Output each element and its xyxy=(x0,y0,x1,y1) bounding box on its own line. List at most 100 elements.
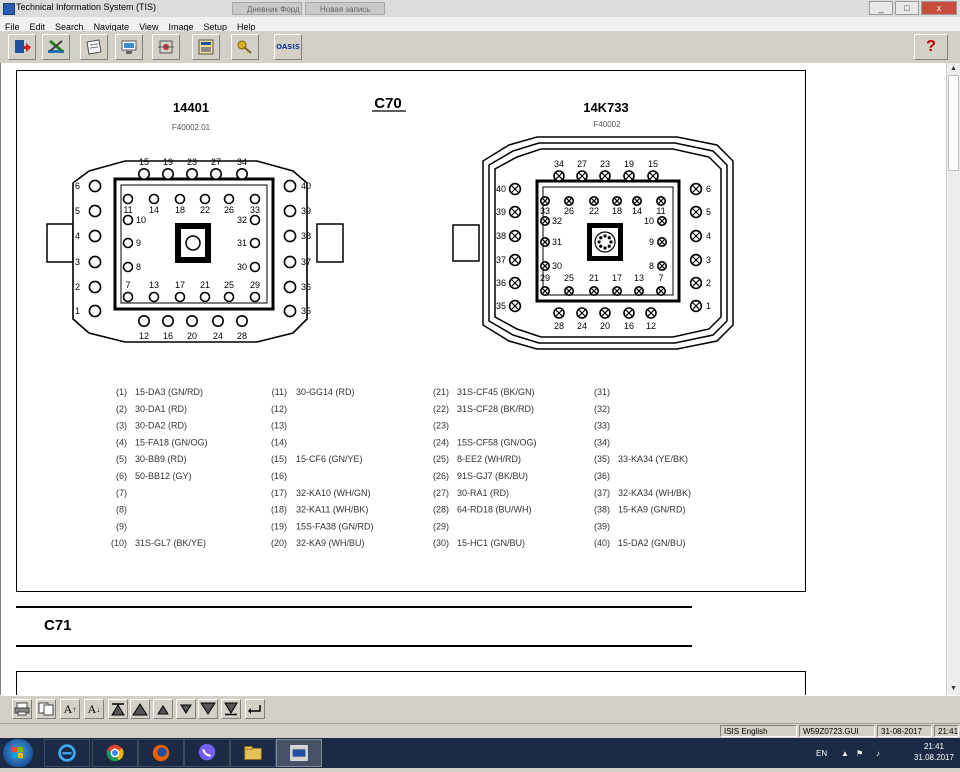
wire-pin-number: (39) xyxy=(594,521,610,531)
status-file: W59Z0723.GUI xyxy=(799,725,875,737)
left-pin-hole xyxy=(236,315,249,328)
help-button[interactable]: ? xyxy=(914,34,948,60)
menu-view[interactable]: View xyxy=(139,22,159,32)
taskbar-explorer[interactable] xyxy=(230,739,276,767)
exit-button[interactable] xyxy=(8,34,36,60)
tray-volume-icon[interactable]: ♪ xyxy=(876,748,880,758)
right-pin xyxy=(599,170,611,182)
right-pin xyxy=(689,229,703,243)
tray-clock[interactable]: 21:41 31.08.2017 xyxy=(914,741,954,763)
oasis-button[interactable]: OASIS xyxy=(274,34,302,60)
page-down-button[interactable] xyxy=(198,699,218,719)
right-center-contact xyxy=(603,234,607,238)
taskbar-ie[interactable] xyxy=(44,739,90,767)
left-inner-pin-hole xyxy=(122,214,134,226)
menu-search[interactable]: Search xyxy=(55,22,84,32)
left-inner-pin-hole xyxy=(223,193,235,205)
right-connector-inner xyxy=(494,148,722,338)
start-button[interactable] xyxy=(3,739,33,767)
scroll-up-button[interactable] xyxy=(153,699,173,719)
close-button[interactable]: x xyxy=(921,1,957,15)
right-pin-label: 32 xyxy=(552,216,562,226)
first-page-button[interactable] xyxy=(108,699,128,719)
print-button[interactable] xyxy=(12,699,32,719)
menu-file[interactable]: File xyxy=(5,22,20,32)
right-center-contact xyxy=(607,244,611,248)
wire-pin-number: (16) xyxy=(271,471,287,481)
tis-app-icon xyxy=(290,745,308,761)
left-inner-pin-hole xyxy=(249,237,261,249)
back-button[interactable] xyxy=(245,699,265,719)
right-inner-frame xyxy=(535,179,681,303)
copy-button[interactable] xyxy=(36,699,56,719)
taskbar-firefox[interactable] xyxy=(138,739,184,767)
wire-description: 15-CF6 (GN/YE) xyxy=(296,454,363,464)
right-pin xyxy=(645,307,657,319)
document-button[interactable] xyxy=(80,34,108,60)
left-tab-right xyxy=(316,223,344,263)
right-pin-label: 13 xyxy=(634,273,644,283)
tray-language[interactable]: EN xyxy=(816,748,828,758)
right-pin-label: 20 xyxy=(600,321,610,331)
network-button[interactable] xyxy=(152,34,180,60)
scroll-down-icon[interactable]: ▼ xyxy=(950,685,957,692)
menu-edit[interactable]: Edit xyxy=(29,22,46,32)
right-pin-label: 37 xyxy=(496,255,506,265)
left-pin-label: 25 xyxy=(224,280,234,290)
scroll-thumb[interactable] xyxy=(948,75,959,171)
vertical-scrollbar[interactable]: ▲ ▼ xyxy=(946,63,960,695)
tray-flag-icon[interactable]: ⚑ xyxy=(856,748,864,758)
left-center-pin xyxy=(185,235,201,251)
left-inner-pin-hole xyxy=(148,291,160,303)
status-bar: ISIS English W59Z0723.GUI 31-08-2017 21:… xyxy=(0,723,960,739)
wire-description: 33-KA34 (YE/BK) xyxy=(618,454,688,464)
left-pin-label: 21 xyxy=(200,280,210,290)
right-inner-pin xyxy=(539,216,550,227)
wire-description: 30-GG14 (RD) xyxy=(296,387,355,397)
scroll-down-button[interactable] xyxy=(176,699,196,719)
status-date: 31-08-2017 xyxy=(877,725,932,737)
taskbar-viber[interactable] xyxy=(184,739,230,767)
right-pin-label: 24 xyxy=(577,321,587,331)
minimize-button[interactable]: _ xyxy=(869,1,893,15)
left-pin-label: 33 xyxy=(250,205,260,215)
wire-pin-number: (31) xyxy=(594,387,610,397)
maximize-button[interactable]: □ xyxy=(895,1,919,15)
scroll-up-icon[interactable]: ▲ xyxy=(950,65,957,72)
title-bar: Technical Information System (TIS) Дневн… xyxy=(0,0,960,18)
right-pin xyxy=(508,182,522,196)
taskbar-tis[interactable] xyxy=(276,739,322,767)
wire-pin-number: (37) xyxy=(594,488,610,498)
right-pin-label: 36 xyxy=(496,278,506,288)
left-pin-hole xyxy=(283,179,297,193)
key-button[interactable] xyxy=(231,34,259,60)
vehicle-button[interactable] xyxy=(115,34,143,60)
wire-pin-number: (25) xyxy=(433,454,449,464)
background-tab-2[interactable]: Новая запись xyxy=(305,2,385,15)
tools-button[interactable] xyxy=(42,34,70,60)
taskbar-chrome[interactable] xyxy=(92,739,138,767)
left-pin-hole xyxy=(162,168,175,181)
menu-help[interactable]: Help xyxy=(237,22,256,32)
menu-setup[interactable]: Setup xyxy=(203,22,227,32)
right-pin xyxy=(508,299,522,313)
right-inner-pin xyxy=(656,261,667,272)
menu-navigate[interactable]: Navigate xyxy=(93,22,130,32)
right-tab-left xyxy=(452,224,480,262)
font-decrease-button[interactable]: A↓ xyxy=(84,699,104,719)
tray-chevron-icon[interactable]: ▲ xyxy=(841,748,849,758)
right-pin-label: 12 xyxy=(646,321,656,331)
left-pin-label: 31 xyxy=(237,238,247,248)
wire-pin-number: (14) xyxy=(271,437,287,447)
last-page-button[interactable] xyxy=(221,699,241,719)
calculator-button[interactable] xyxy=(192,34,220,60)
left-pin-hole xyxy=(236,168,249,181)
right-pin xyxy=(689,253,703,267)
background-tab-1[interactable]: Дневник Форд Фокус... xyxy=(232,2,302,15)
menu-image[interactable]: Image xyxy=(168,22,194,32)
wire-pin-number: (13) xyxy=(271,421,287,431)
font-increase-button[interactable]: A↑ xyxy=(60,699,80,719)
page-up-button[interactable] xyxy=(130,699,150,719)
left-pin-label: 32 xyxy=(237,215,247,225)
